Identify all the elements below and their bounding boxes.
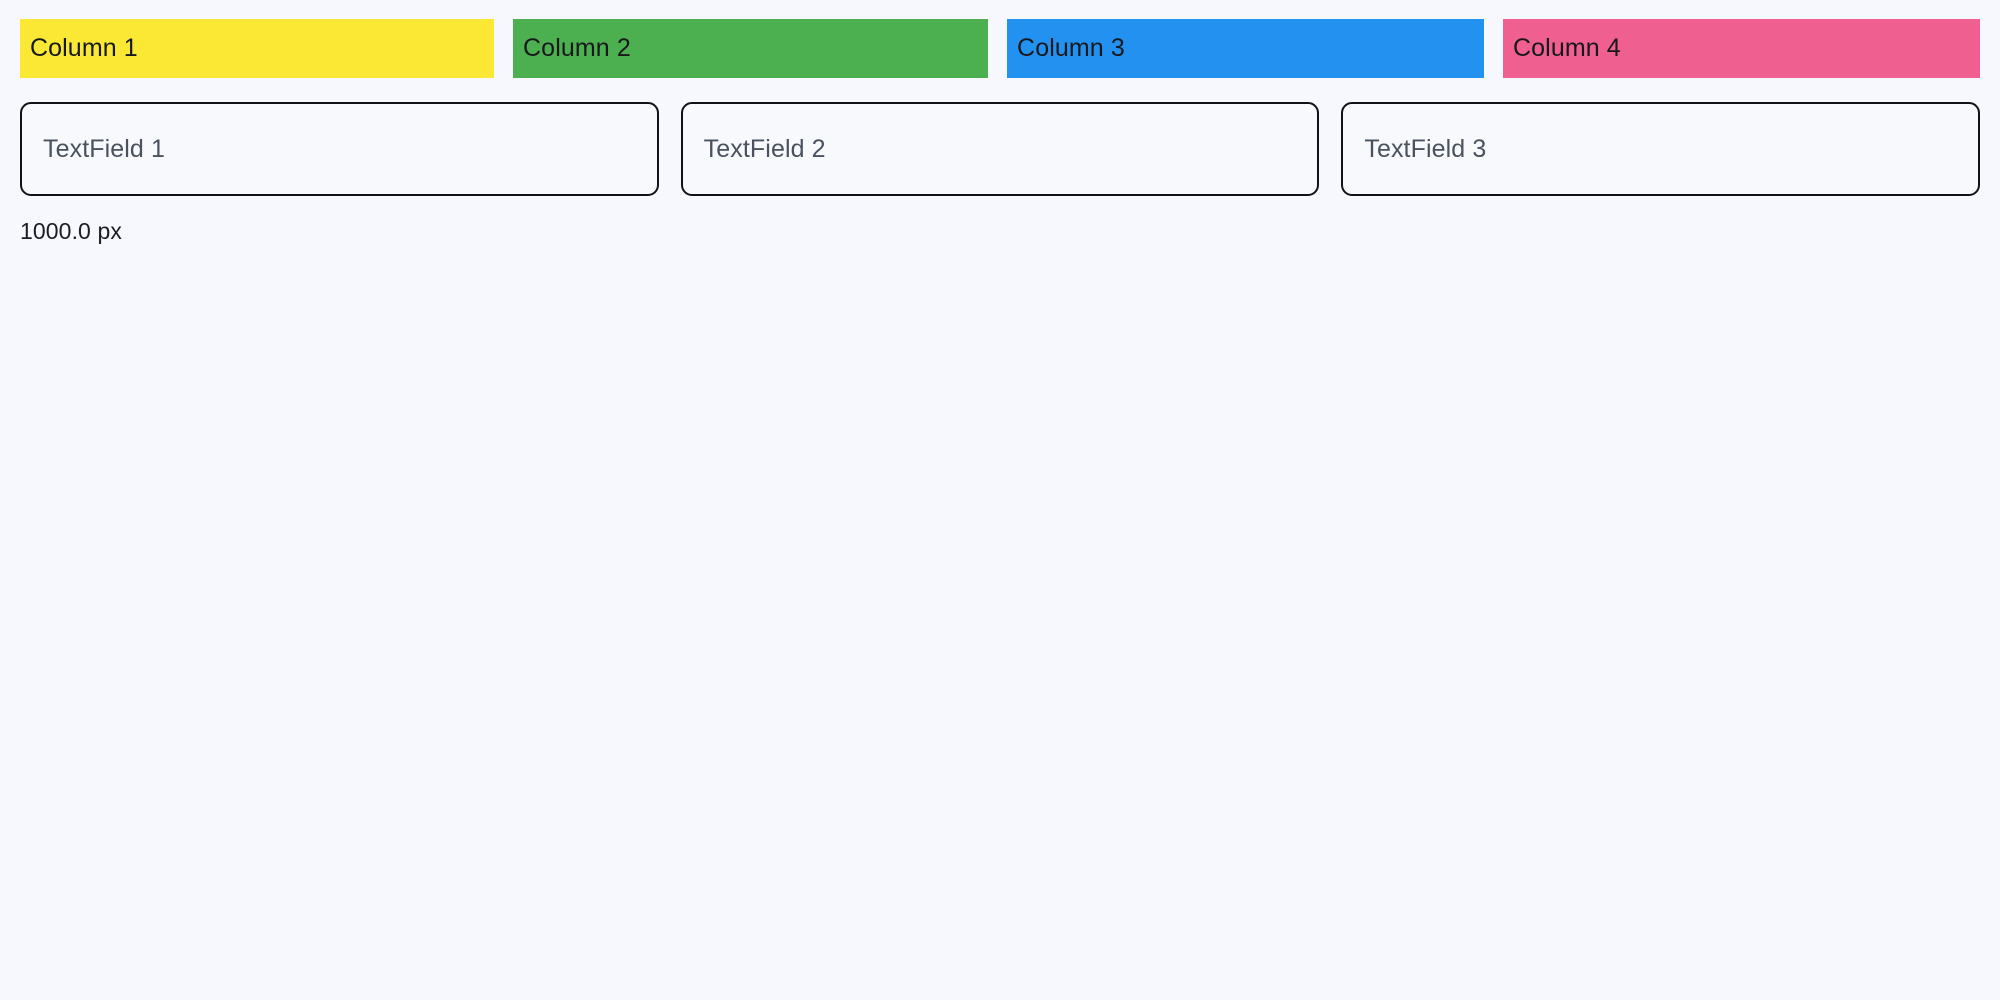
column-bar-4[interactable]: Column 4 (1503, 19, 1980, 78)
textfield-1[interactable]: TextField 1 (20, 102, 659, 196)
textfield-2-placeholder: TextField 2 (703, 134, 826, 163)
column-bar-3[interactable]: Column 3 (1007, 19, 1485, 78)
columns-row: Column 1 Column 2 Column 3 Column 4 (20, 19, 1980, 78)
column-bar-4-label: Column 4 (1513, 34, 1621, 62)
empty-canvas-area (20, 245, 1980, 1000)
textfields-row: TextField 1 TextField 2 TextField 3 (20, 102, 1981, 196)
size-readout-label: 1000.0 px (20, 218, 122, 244)
column-bar-2[interactable]: Column 2 (513, 19, 989, 78)
column-bar-2-label: Column 2 (523, 34, 631, 62)
textfield-3[interactable]: TextField 3 (1341, 102, 1981, 196)
textfield-1-placeholder: TextField 1 (43, 134, 165, 163)
textfield-3-placeholder: TextField 3 (1364, 134, 1487, 163)
column-bar-1[interactable]: Column 1 (20, 19, 495, 78)
textfield-2[interactable]: TextField 2 (680, 102, 1320, 196)
column-bar-1-label: Column 1 (30, 34, 138, 62)
column-bar-3-label: Column 3 (1017, 34, 1125, 62)
